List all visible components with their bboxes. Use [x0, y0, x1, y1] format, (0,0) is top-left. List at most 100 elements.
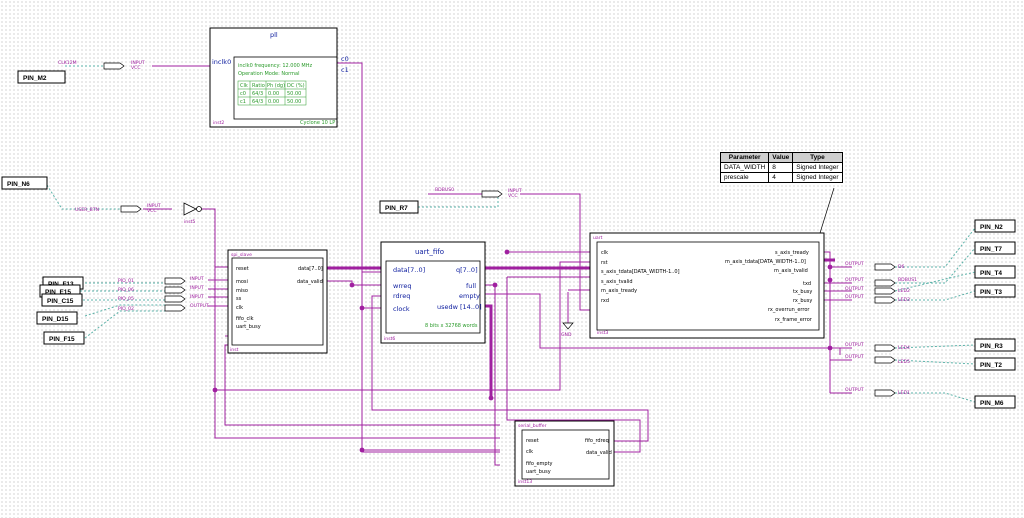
pin-c15-label: PIN_C15 — [47, 298, 74, 305]
port-default-label: VCC — [131, 65, 141, 71]
signal-user-btn-label: USER_BTN — [75, 207, 99, 213]
pin-r3[interactable]: PIN_R3 — [974, 338, 1016, 352]
table-row[interactable]: prescale 4 Signed Integer — [719, 172, 843, 183]
spi-inst-label: inst — [230, 347, 239, 353]
fifo-port-data: data[7..0] — [393, 266, 425, 274]
uart-port-rx-overrun-error: rx_overrun_error — [768, 307, 810, 313]
param-value: 8 — [768, 162, 794, 173]
pll-table-cell: 0.00 — [268, 91, 279, 97]
port-type-label: INPUT — [147, 203, 161, 209]
pin-r7[interactable]: PIN_R7 — [379, 200, 419, 214]
pin-t2-label: PIN_T2 — [980, 362, 1002, 369]
input-port-bdbus0[interactable]: BDBUS0 INPUT VCC — [435, 187, 522, 199]
pll-title: pll — [270, 31, 278, 39]
signal-led2-label: LED2 — [898, 288, 910, 294]
pll-table-cell: 64/3 — [252, 91, 263, 97]
pll-table-cell: c1 — [240, 99, 246, 105]
table-row[interactable]: DATA_WIDTH 8 Signed Integer — [719, 162, 843, 173]
pll-table-cell: c0 — [240, 91, 246, 97]
pin-m6[interactable]: PIN_M6 — [974, 395, 1016, 409]
pll-port-c0: c0 — [341, 55, 349, 63]
spi-port-uart-busy: uart_busy — [236, 324, 261, 330]
output-port-d6[interactable]: OUTPUT D6 — [845, 261, 905, 271]
fifo-port-usedw: usedw [14..0] — [437, 303, 482, 311]
pin-t2[interactable]: PIN_T2 — [974, 357, 1016, 371]
serial-buffer-title: serial_buffer — [518, 423, 547, 429]
fifo-port-clock: clock — [393, 305, 410, 313]
pin-labels: PIN_M2 PIN_N6 PIN_R7 PIN_F13 PIN_E15 PIN… — [1, 70, 1016, 409]
signal-pio02-label: PIO_02 — [118, 306, 134, 312]
pin-r7-label: PIN_R7 — [385, 205, 408, 212]
uart-port-m-axis-tvalid: m_axis_tvalid — [774, 268, 808, 274]
port-type-label: OUTPUT — [845, 286, 864, 292]
io-ports: CLK12M INPUT VCC USER_BTN INPUT VCC inst… — [58, 60, 917, 397]
spi-port-data-valid: data_valid — [297, 279, 323, 285]
serial-buffer-block[interactable]: serial_buffer reset clk fifo_empty uart_… — [514, 420, 615, 487]
pll-table-cell: 50.00 — [287, 99, 301, 105]
wires — [46, 62, 976, 466]
output-port-bdbus1[interactable]: OUTPUT BDBUS1 — [845, 277, 917, 287]
pin-t7-label: PIN_T7 — [980, 246, 1002, 253]
pll-block[interactable]: pll inclk0 c0 c1 inclk0 frequency: 12.00… — [209, 27, 349, 128]
spi-port-miso: miso — [236, 288, 248, 294]
input-port-pio02[interactable]: PIO_02 OUTPUT — [118, 303, 209, 312]
input-port-pio05[interactable]: PIO_05 INPUT — [118, 294, 204, 303]
pll-info-mode: Operation Mode: Normal — [238, 71, 299, 77]
junction-dots — [212, 249, 833, 453]
output-port-led5[interactable]: OUTPUT LED5 — [845, 354, 910, 365]
input-port-pio06[interactable]: PIO_06 INPUT — [118, 285, 204, 294]
param-col-name: Parameter — [719, 152, 770, 163]
signal-clk12m-label: CLK12M — [58, 60, 77, 66]
fifo-port-q: q[7..0] — [456, 266, 478, 274]
uart-fifo-block[interactable]: uart_fifo data[7..0] wrreq rdreq clock q… — [380, 241, 486, 344]
input-port-pio01[interactable]: PIO_01 INPUT — [118, 276, 204, 285]
param-col-value: Value — [768, 152, 794, 163]
pll-table-head: DC (%) — [287, 83, 305, 89]
pin-c15[interactable]: PIN_C15 — [41, 293, 83, 307]
port-type-label: OUTPUT — [845, 261, 864, 267]
spi-port-mosi: mosi — [236, 279, 248, 285]
param-value: 4 — [768, 172, 794, 183]
pll-family-label: Cyclone 10 LP — [300, 120, 335, 126]
input-port-clk12m[interactable]: CLK12M INPUT VCC — [58, 60, 145, 71]
uart-port-rx-busy: rx_busy — [793, 298, 812, 304]
sb-port-reset: reset — [526, 438, 539, 444]
signal-led5-label: LED5 — [898, 359, 910, 365]
pin-f15[interactable]: PIN_F15 — [43, 331, 85, 345]
pin-m2[interactable]: PIN_M2 — [17, 70, 66, 84]
port-type-label: OUTPUT — [845, 342, 864, 348]
input-port-user-btn[interactable]: USER_BTN INPUT VCC — [75, 203, 161, 214]
pin-n2[interactable]: PIN_N2 — [974, 219, 1016, 233]
output-port-led4[interactable]: OUTPUT LED4 — [845, 342, 910, 352]
pin-t4[interactable]: PIN_T4 — [974, 265, 1016, 279]
output-port-led1[interactable]: OUTPUT LED1 — [845, 387, 910, 397]
pin-n6-label: PIN_N6 — [7, 181, 30, 188]
spi-slave-block[interactable]: spi_slave reset mosi miso ss clk fifo_cl… — [227, 249, 328, 354]
sb-port-uart-busy: uart_busy — [526, 469, 551, 475]
fifo-port-rdreq: rdreq — [393, 292, 410, 300]
uart-port-txd: txd — [803, 281, 811, 287]
fifo-size-note: 8 bits x 32768 words — [425, 323, 478, 329]
pll-inst-label: inst2 — [213, 120, 224, 126]
port-type-label: INPUT — [190, 276, 204, 282]
sb-inst-label: inst13 — [518, 479, 532, 485]
pin-t3[interactable]: PIN_T3 — [974, 284, 1016, 298]
uart-port-s-axis-tdata: s_axis_tdata[DATA_WIDTH-1..0] — [601, 269, 680, 275]
output-port-led3[interactable]: OUTPUT LED3 — [845, 294, 910, 304]
port-type-label: INPUT — [508, 188, 522, 194]
uart-block[interactable]: uart clk rst s_axis_tdata[DATA_WIDTH-1..… — [589, 232, 825, 339]
uart-port-s-axis-tready: s_axis_tready — [775, 250, 809, 256]
spi-slave-title: spi_slave — [231, 252, 252, 258]
pin-n6[interactable]: PIN_N6 — [1, 176, 48, 190]
sb-port-clk: clk — [526, 449, 533, 455]
uart-port-clk: clk — [601, 250, 608, 256]
signal-led1-label: LED1 — [898, 390, 910, 396]
uart-title: uart — [593, 235, 603, 241]
uart-port-tx-busy: tx_busy — [793, 289, 812, 295]
port-type-label: OUTPUT — [845, 354, 864, 360]
pin-t7[interactable]: PIN_T7 — [974, 241, 1016, 255]
output-port-led2[interactable]: OUTPUT LED2 — [845, 286, 910, 295]
pin-d15[interactable]: PIN_D15 — [36, 311, 78, 325]
not-gate[interactable]: inst5 — [183, 202, 202, 225]
